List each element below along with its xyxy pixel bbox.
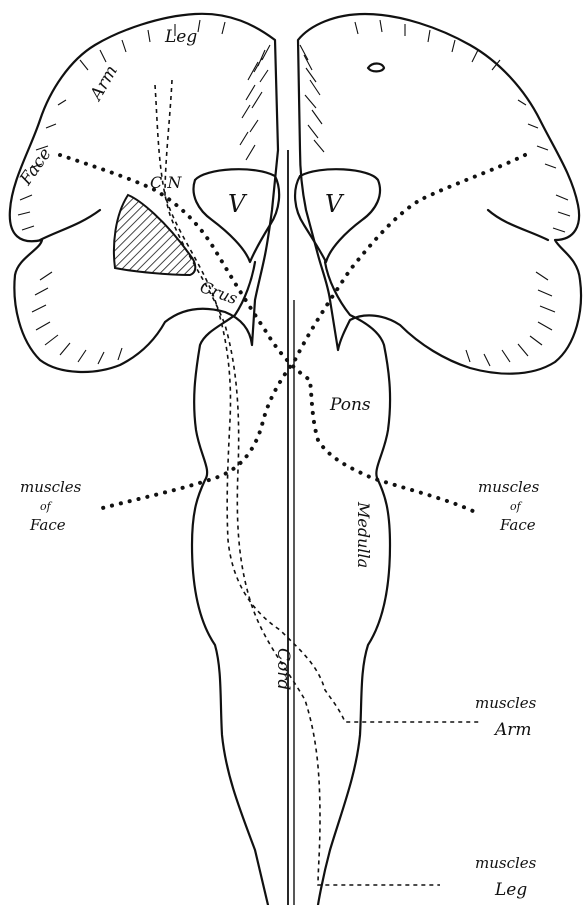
- ventricles: [194, 169, 381, 262]
- basal-ganglia-region: [114, 195, 195, 275]
- label-cord: Cord: [273, 648, 293, 690]
- label-ventricle-left: V: [228, 190, 248, 218]
- label-crus: Crus: [198, 277, 241, 308]
- label-arm: Arm: [85, 62, 122, 105]
- label-pons: Pons: [329, 395, 371, 415]
- label-cn: C N: [150, 173, 182, 192]
- label-medulla: Medulla: [354, 501, 373, 568]
- label-face-left: Face: [29, 516, 66, 534]
- label-muscles-face-left: muscles: [20, 478, 82, 496]
- label-leg-muscle: Leg: [494, 880, 527, 900]
- label-muscles-leg: muscles: [475, 854, 537, 872]
- label-of-face-left: of: [40, 500, 53, 513]
- label-leg: Leg: [164, 27, 197, 47]
- label-arm-muscle: Arm: [493, 720, 532, 740]
- label-face-right: Face: [499, 516, 536, 534]
- label-muscles-face-right: muscles: [478, 478, 540, 496]
- label-of-face-right: of: [510, 500, 523, 513]
- label-muscles-arm: muscles: [475, 694, 537, 712]
- label-ventricle-right: V: [325, 190, 345, 218]
